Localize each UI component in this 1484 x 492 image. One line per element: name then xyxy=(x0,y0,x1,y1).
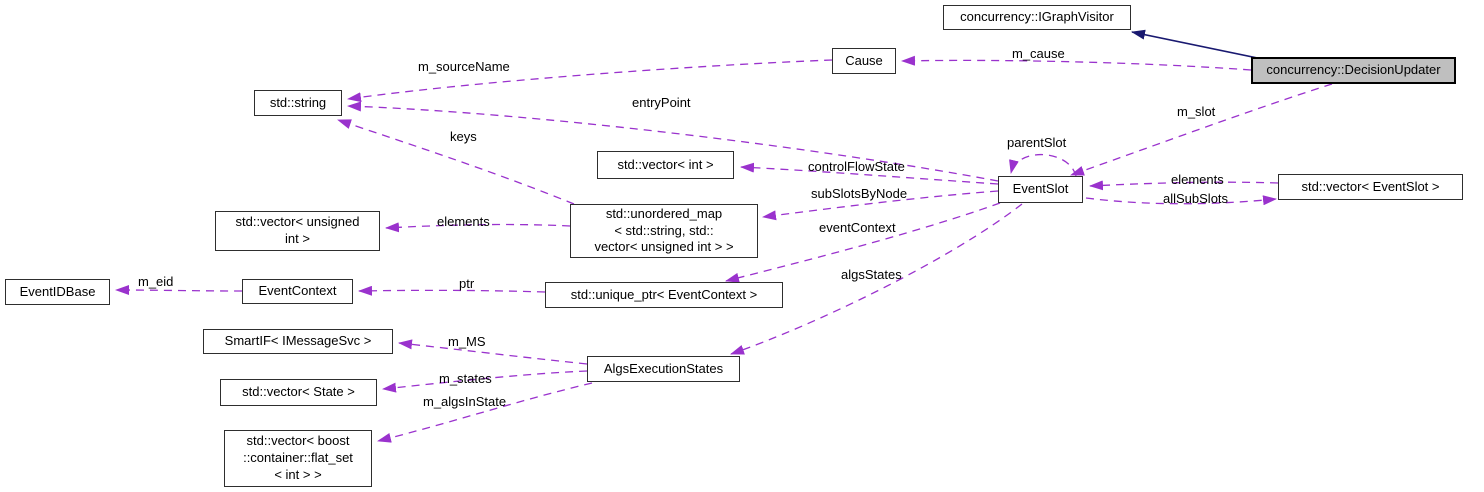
node-vector-unsigned-int[interactable]: std::vector< unsigned int > xyxy=(215,211,380,251)
node-unordered-map[interactable]: std::unordered_map < std::string, std:: … xyxy=(570,204,758,258)
edge-entrypoint xyxy=(347,101,999,182)
edge-inheritance-igraphvisitor xyxy=(1131,29,1273,62)
node-smartif-imessagesvc[interactable]: SmartIF< IMessageSvc > xyxy=(203,329,393,354)
edge-subslotsbynode xyxy=(762,190,999,221)
edge-label-ptr: ptr xyxy=(459,276,475,291)
edge-label-subslotsbynode: subSlotsByNode xyxy=(811,186,908,201)
edge-allsubslots xyxy=(1085,195,1277,206)
edge-label-m-sourcename: m_sourceName xyxy=(418,59,510,74)
edge-label-m-states: m_states xyxy=(439,371,492,386)
node-eventslot[interactable]: EventSlot xyxy=(998,176,1083,203)
edge-m-cause xyxy=(901,55,1252,71)
node-std-string[interactable]: std::string xyxy=(254,90,342,116)
edge-m-eid xyxy=(115,285,243,296)
edge-label-allsubslots: allSubSlots xyxy=(1163,191,1229,206)
edge-label-entrypoint: entryPoint xyxy=(632,95,691,110)
edge-m-algsinstate xyxy=(377,382,593,443)
node-algsexecutionstates[interactable]: AlgsExecutionStates xyxy=(587,356,740,382)
edge-m-ms xyxy=(398,339,588,365)
edge-label-keys: keys xyxy=(450,129,477,144)
edge-m-slot xyxy=(1070,83,1333,176)
edge-label-algsstates: algsStates xyxy=(841,267,902,282)
edge-label-m-cause: m_cause xyxy=(1012,46,1065,61)
edge-label-m-ms: m_MS xyxy=(448,334,486,349)
edge-label-m-slot: m_slot xyxy=(1177,104,1216,119)
edge-controlflowstate xyxy=(740,162,999,185)
edge-ptr xyxy=(358,285,546,296)
node-vector-state[interactable]: std::vector< State > xyxy=(220,379,377,406)
edge-m-states xyxy=(382,370,588,393)
edge-m-sourcename xyxy=(347,59,833,103)
edge-label-elements-left: elements xyxy=(437,214,490,229)
node-eventidbase[interactable]: EventIDBase xyxy=(5,279,110,305)
node-vector-boost-flat-set[interactable]: std::vector< boost ::container::flat_set… xyxy=(224,430,372,487)
edge-label-elements-right: elements xyxy=(1171,172,1224,187)
node-unique-ptr-eventcontext[interactable]: std::unique_ptr< EventContext > xyxy=(545,282,783,308)
node-vector-eventslot[interactable]: std::vector< EventSlot > xyxy=(1278,174,1463,200)
node-cause[interactable]: Cause xyxy=(832,48,896,74)
node-decisionupdater[interactable]: concurrency::DecisionUpdater xyxy=(1251,57,1456,84)
node-igraphvisitor[interactable]: concurrency::IGraphVisitor xyxy=(943,5,1131,30)
edge-eventcontext xyxy=(725,202,1001,283)
edge-label-parentslot: parentSlot xyxy=(1007,135,1067,150)
edge-label-m-eid: m_eid xyxy=(138,274,174,289)
node-vector-int[interactable]: std::vector< int > xyxy=(597,151,734,179)
edge-label-eventcontext: eventContext xyxy=(819,220,896,235)
edge-label-controlflowstate: controlFlowState xyxy=(808,159,905,174)
edge-keys xyxy=(337,119,575,205)
edge-label-m-algsinstate: m_algsInState xyxy=(423,394,507,409)
node-eventcontext[interactable]: EventContext xyxy=(242,279,353,304)
edge-parentslot-selfloop xyxy=(1009,153,1077,177)
